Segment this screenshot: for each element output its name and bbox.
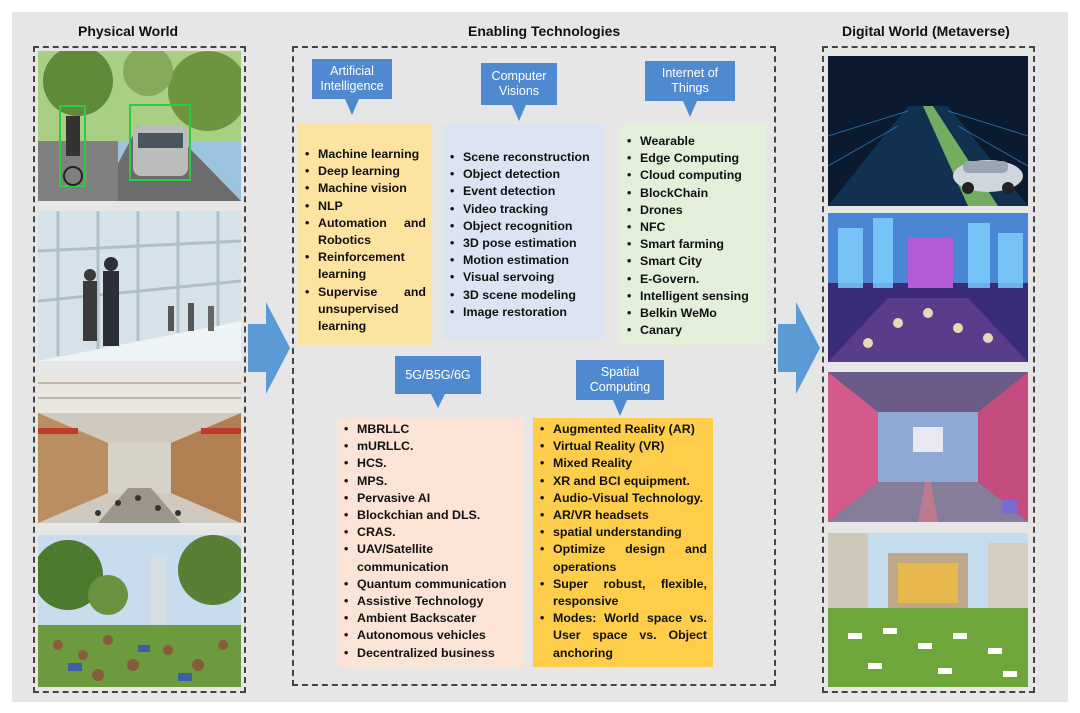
list-item: Supervise and unsupervised learning — [304, 284, 426, 336]
list-item: Augmented Reality (AR) — [539, 421, 707, 438]
list-item: 3D scene modeling — [449, 287, 598, 304]
list-item: Machine learning — [304, 146, 426, 163]
ai-technologies-box: Machine learning Deep learning Machine v… — [298, 124, 432, 345]
list-item: Video tracking — [449, 201, 598, 218]
list-item: Decentralized business — [343, 645, 518, 662]
list-item: Quantum communication — [343, 576, 518, 593]
list-item: Motion estimation — [449, 252, 598, 269]
5g-technologies-box: MBRLLC mURLLC. HCS. MPS. Pervasive AI Bl… — [337, 418, 524, 667]
list-item: Smart City — [626, 253, 760, 270]
list-item: Cloud computing — [626, 167, 760, 184]
list-item: Automation and Robotics — [304, 215, 426, 249]
spatial-list: Augmented Reality (AR) Virtual Reality (… — [539, 421, 707, 662]
callout-line: Intelligence — [320, 79, 384, 93]
heading-enabling-technologies: Enabling Technologies — [468, 23, 621, 39]
heading-physical-world: Physical World — [78, 23, 179, 39]
callout-5g-b5g-6g: 5G/B5G/6G — [395, 356, 481, 408]
list-item: NFC — [626, 219, 760, 236]
shopping-mall-photo — [38, 373, 241, 523]
list-item: 3D pose estimation — [449, 235, 598, 252]
virtual-mall-image — [828, 372, 1028, 522]
iot-technologies-box: Wearable Edge Computing Cloud computing … — [620, 124, 766, 345]
list-item: Ambient Backscater — [343, 610, 518, 627]
spatial-computing-box: Augmented Reality (AR) Virtual Reality (… — [533, 418, 713, 667]
list-item: HCS. — [343, 455, 518, 472]
callout-line: Artificial — [330, 64, 374, 78]
list-item: BlockChain — [626, 185, 760, 202]
list-item: Belkin WeMo — [626, 305, 760, 322]
arrow-shape — [248, 302, 290, 394]
list-item: Wearable — [626, 133, 760, 150]
arrow-shape — [778, 302, 820, 394]
virtual-car-image — [828, 56, 1028, 206]
list-item: Drones — [626, 202, 760, 219]
park-crowd-photo — [38, 535, 241, 687]
list-item: Optimize design and operations — [539, 541, 707, 575]
virtual-city-image — [828, 213, 1028, 362]
callout-line: Computing — [589, 380, 651, 394]
list-item: Object detection — [449, 166, 598, 183]
street-traffic-photo — [38, 51, 241, 201]
list-item: Pervasive AI — [343, 490, 518, 507]
list-item: Event detection — [449, 183, 598, 200]
list-item: E-Govern. — [626, 271, 760, 288]
list-item: Reinforcement learning — [304, 249, 426, 283]
cv-list: Scene reconstruction Object detection Ev… — [449, 149, 598, 321]
iot-list: Wearable Edge Computing Cloud computing … — [626, 133, 760, 340]
list-item: Blockchian and DLS. — [343, 507, 518, 524]
list-item: XR and BCI equipment. — [539, 473, 707, 490]
list-item: spatial understanding — [539, 524, 707, 541]
list-item: Mixed Reality — [539, 455, 707, 472]
list-item: AR/VR headsets — [539, 507, 707, 524]
physical-world-frame — [33, 46, 246, 693]
list-item: Canary — [626, 322, 760, 339]
callout-line: Computer — [491, 69, 547, 83]
callout-line: 5G/B5G/6G — [405, 368, 471, 382]
callout-spatial-computing: Spatial Computing — [576, 360, 664, 416]
list-item: NLP — [304, 198, 426, 215]
callout-line: Internet of — [661, 66, 719, 80]
callout-computer-visions: Computer Visions — [481, 63, 557, 121]
list-item: Image restoration — [449, 304, 598, 321]
list-item: Intelligent sensing — [626, 288, 760, 305]
5g-list: MBRLLC mURLLC. HCS. MPS. Pervasive AI Bl… — [343, 421, 518, 662]
virtual-campus-image — [828, 533, 1028, 687]
list-item: Deep learning — [304, 163, 426, 180]
list-item: Object recognition — [449, 218, 598, 235]
list-item: UAV/Satellite communication — [343, 541, 477, 575]
callout-line: Visions — [498, 84, 540, 98]
right-arrow-physical-to-enabling — [248, 302, 290, 394]
callout-artificial-intelligence: Artificial Intelligence — [312, 59, 392, 115]
right-arrow-enabling-to-digital — [778, 302, 820, 394]
glass-office-photo — [38, 211, 241, 361]
list-item: Audio-Visual Technology. — [539, 490, 707, 507]
callout-internet-of-things: Internet of Things — [645, 61, 735, 117]
list-item: mURLLC. — [343, 438, 518, 455]
list-item: Machine vision — [304, 180, 426, 197]
list-item: Virtual Reality (VR) — [539, 438, 707, 455]
callout-line: Spatial — [600, 365, 640, 379]
callout-line: Things — [671, 81, 709, 95]
list-item: Super robust, flexible, responsive — [539, 576, 707, 610]
list-item: Modes: World space vs. User space vs. Ob… — [539, 610, 707, 662]
list-item: MBRLLC — [343, 421, 518, 438]
cv-technologies-box: Scene reconstruction Object detection Ev… — [443, 124, 604, 340]
list-item: Scene reconstruction — [449, 149, 598, 166]
list-item: Autonomous vehicles — [343, 627, 518, 644]
enabling-technologies-frame — [292, 46, 776, 686]
list-item: Assistive Technology — [343, 593, 518, 610]
list-item: Edge Computing — [626, 150, 760, 167]
list-item: CRAS. — [343, 524, 518, 541]
heading-digital-world: Digital World (Metaverse) — [842, 23, 1010, 39]
list-item: MPS. — [343, 473, 518, 490]
ai-list: Machine learning Deep learning Machine v… — [304, 146, 426, 335]
digital-world-frame — [822, 46, 1035, 693]
list-item: Smart farming — [626, 236, 760, 253]
list-item: Visual servoing — [449, 269, 598, 286]
